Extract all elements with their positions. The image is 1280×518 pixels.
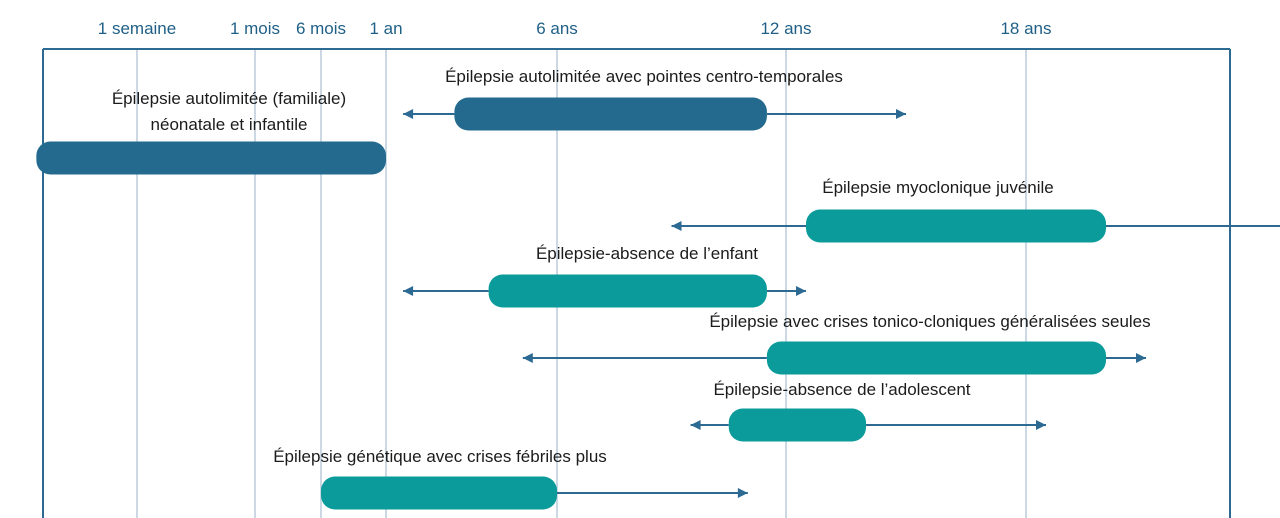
syndrome-label: Épilepsie génétique avec crises fébriles… <box>273 447 607 466</box>
tick-label: 1 mois <box>230 19 280 38</box>
onset-bar <box>488 274 767 308</box>
tick-label: 1 semaine <box>98 19 176 38</box>
syndrome-label: néonatale et infantile <box>151 115 308 134</box>
onset-bar <box>728 408 866 442</box>
syndrome-label: Épilepsie autolimitée (familiale) <box>112 89 346 108</box>
tick-label: 18 ans <box>1000 19 1051 38</box>
onset-bar <box>766 341 1106 375</box>
syndrome-row: Épilepsie avec crises tonico-cloniques g… <box>522 312 1151 375</box>
syndrome-label: Épilepsie myoclonique juvénile <box>822 178 1054 197</box>
tick-label: 12 ans <box>760 19 811 38</box>
syndrome-rows: Épilepsie autolimitée avec pointes centr… <box>36 67 1280 510</box>
tick-label: 6 ans <box>536 19 578 38</box>
syndrome-row: Épilepsie myoclonique juvénile <box>671 178 1280 243</box>
syndrome-label: Épilepsie avec crises tonico-cloniques g… <box>709 312 1150 331</box>
tick-label: 6 mois <box>296 19 346 38</box>
age-axis: 1 semaine 1 mois 6 mois 1 an 6 ans 12 ans 18 a… <box>98 19 1052 38</box>
syndrome-row: Épilepsie-absence de l’adolescent <box>690 380 1046 442</box>
onset-bar <box>321 476 557 510</box>
onset-bar <box>806 209 1106 243</box>
syndrome-row: Épilepsie génétique avec crises fébriles… <box>273 447 748 510</box>
chart-frame <box>42 48 1231 518</box>
syndrome-label: Épilepsie-absence de l’adolescent <box>713 380 970 399</box>
onset-bar <box>454 97 767 131</box>
syndrome-label: Épilepsie autolimitée avec pointes centr… <box>445 67 843 86</box>
syndrome-row: Épilepsie autolimitée (familiale) néonata… <box>36 89 387 175</box>
tick-label: 1 an <box>369 19 402 38</box>
onset-bar <box>36 141 387 175</box>
syndrome-label: Épilepsie-absence de l’enfant <box>536 244 758 263</box>
syndrome-row: Épilepsie autolimitée avec pointes centr… <box>403 67 906 131</box>
syndrome-row: Épilepsie-absence de l’enfant <box>403 244 806 308</box>
